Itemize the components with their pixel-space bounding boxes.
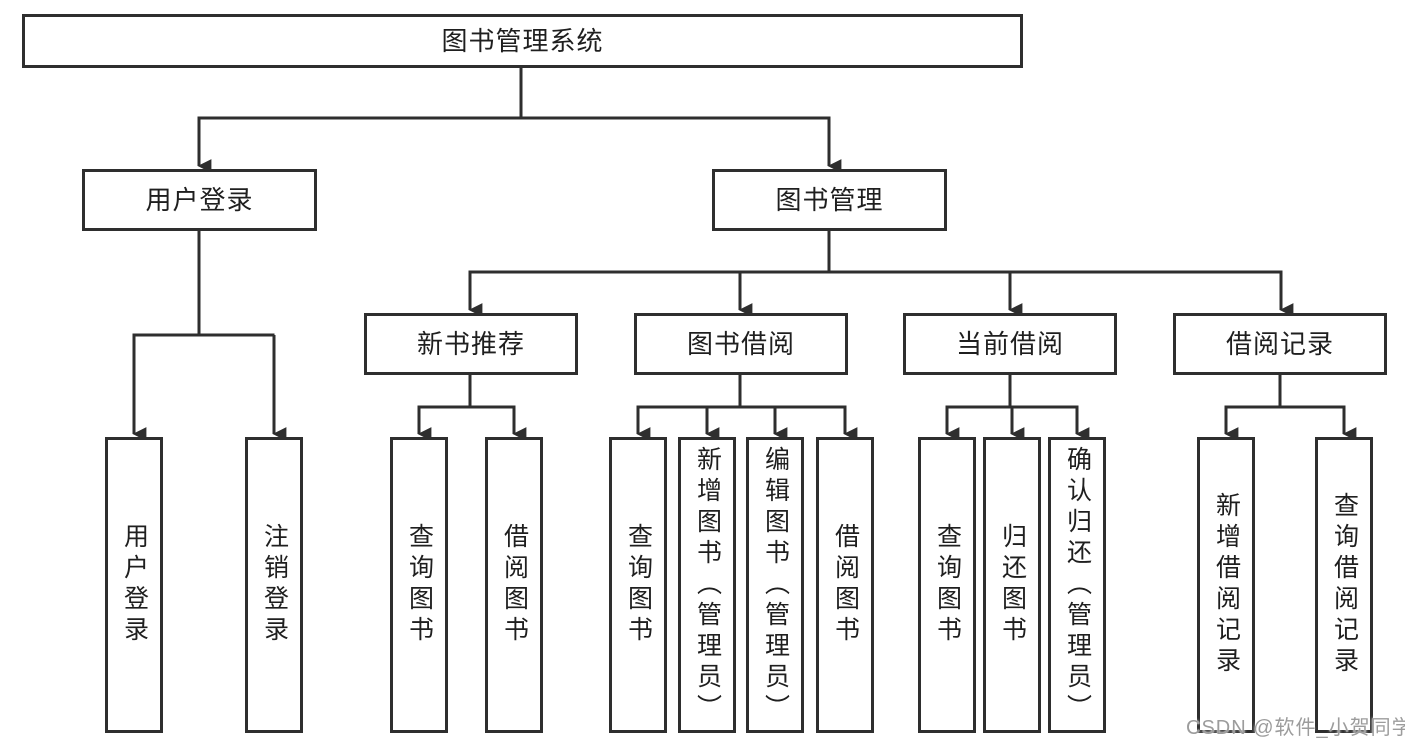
leaf-current-query-books: 查询图书 [918,437,976,733]
watermark: CSDN @软件_小贺同学 [1186,717,1405,739]
node-label: 图书借阅 [686,329,795,359]
node-new-book-recommendation: 新书推荐 [364,313,578,375]
leaf-borrowing-borrow-books: 借阅图书 [816,437,874,733]
node-book-management: 图书管理 [712,169,947,231]
leaf-records-query-record: 查询借阅记录 [1315,437,1373,733]
leaf-records-add-record: 新增借阅记录 [1197,437,1255,733]
node-label: 查询图书 [624,523,653,647]
leaf-recommend-borrow-books: 借阅图书 [485,437,543,733]
node-label: 查询图书 [933,523,962,647]
node-label: 新书推荐 [416,329,525,359]
node-borrowing-records: 借阅记录 [1173,313,1387,375]
connector-borrowing-group [636,375,847,409]
connector-current-group [945,375,1079,409]
connector-records-group [1224,375,1346,409]
node-label: 归还图书 [998,523,1027,647]
leaf-user-login: 用户登录 [105,437,163,733]
connector-root [197,68,831,120]
node-label: 用户登录 [145,185,254,215]
leaf-borrowing-query-books: 查询图书 [609,437,667,733]
node-label: 确认归还（管理员） [1063,445,1092,725]
connector-recommendation-group [417,375,516,409]
node-library-management-system: 图书管理系统 [22,14,1023,68]
connector-book-management-group [468,231,1283,274]
connector-user-login-group [132,231,275,337]
node-label: 借阅记录 [1225,329,1334,359]
node-current-borrowing: 当前借阅 [903,313,1117,375]
node-label: 查询借阅记录 [1330,492,1359,678]
node-label: 用户登录 [120,523,149,647]
node-label: 当前借阅 [955,329,1064,359]
node-label: 借阅图书 [500,523,529,647]
node-label: 新增借阅记录 [1212,492,1241,678]
leaf-borrowing-edit-books-admin: 编辑图书（管理员） [746,437,804,733]
node-label: 新增图书（管理员） [693,445,722,725]
node-label: 编辑图书（管理员） [761,445,790,725]
leaf-current-confirm-return-admin: 确认归还（管理员） [1048,437,1106,733]
node-user-login: 用户登录 [82,169,317,231]
node-label: 图书管理 [775,185,884,215]
node-label: 查询图书 [405,523,434,647]
node-book-borrowing: 图书借阅 [634,313,848,375]
leaf-logout: 注销登录 [245,437,303,733]
leaf-current-return-books: 归还图书 [983,437,1041,733]
node-label: 注销登录 [260,523,289,647]
leaf-borrowing-add-books-admin: 新增图书（管理员） [678,437,736,733]
leaf-recommend-query-books: 查询图书 [390,437,448,733]
node-label: 图书管理系统 [441,26,604,56]
node-label: 借阅图书 [831,523,860,647]
